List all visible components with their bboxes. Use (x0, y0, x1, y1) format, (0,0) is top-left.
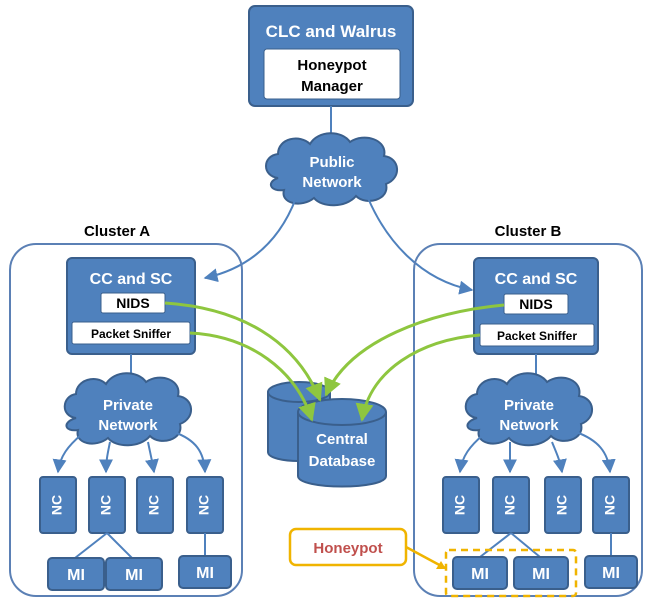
cluster-a-nc-1-label: NC (49, 495, 65, 515)
cluster-b-nc-4: NC (592, 476, 630, 534)
database-line2: Database (309, 453, 376, 470)
cluster-b-nc-2-label: NC (502, 495, 518, 515)
cluster-a-frame (9, 243, 243, 597)
cluster-b-private-network-cloud: Private Network (464, 372, 593, 447)
link-a-nc2-mi2 (106, 532, 133, 559)
honeypot-manager-line2: Manager (301, 78, 363, 95)
honeypot-manager-box (263, 48, 401, 100)
cluster-a-controller-title: CC and SC (90, 271, 173, 288)
cluster-a-nc-1: NC (39, 476, 77, 534)
public-network-line1: Public (309, 154, 354, 171)
link-a-nc2-mi1 (74, 532, 108, 559)
cluster-a-title: Cluster A (84, 223, 150, 240)
honeypot-manager-line1: Honeypot (297, 57, 366, 74)
cluster-a-mi-1-label: MI (67, 567, 85, 584)
clc-walrus-node: CLC and Walrus Honeypot Manager (248, 5, 414, 107)
cluster-b-nids-box (503, 293, 569, 315)
link-a-sniffer-database (189, 331, 316, 422)
link-a-nids-database (164, 301, 323, 402)
link-b-nc4 (575, 431, 616, 474)
cluster-b-mi-1: MI (452, 556, 508, 590)
cluster-a-mi-2-label: MI (125, 567, 143, 584)
cluster-b-title: Cluster B (495, 223, 562, 240)
cluster-a-nc-4-label: NC (196, 495, 212, 515)
cluster-a-nc-2: NC (88, 476, 126, 534)
cluster-b-nc-3-label: NC (554, 495, 570, 515)
link-a-nc1 (52, 433, 83, 474)
cluster-a-mi-3-label: MI (196, 565, 214, 582)
cluster-b-nc-4-label: NC (602, 495, 618, 515)
link-b-nc2-mi1 (479, 532, 512, 558)
link-public-cluster-a (203, 197, 297, 283)
cluster-a-private-network-cloud: Private Network (63, 372, 192, 447)
cluster-b-nc-1: NC (442, 476, 480, 534)
database-line1: Central (316, 431, 368, 448)
link-b-nc2-mi2 (510, 532, 541, 558)
cluster-b-controller-title: CC and SC (495, 271, 578, 288)
cluster-b-private-line1: Private (504, 397, 554, 414)
cluster-b-mi-1-label: MI (471, 566, 489, 583)
cluster-a-sniffer-label: Packet Sniffer (91, 327, 171, 341)
cluster-a-nc-3-label: NC (146, 495, 162, 515)
cluster-b-nids-label: NIDS (519, 296, 552, 312)
link-b-nids-database (324, 303, 505, 397)
cluster-a-nc-2-label: NC (98, 495, 114, 515)
honeypot-group-outline (444, 548, 578, 598)
honeypot-label: Honeypot (313, 540, 382, 557)
cluster-a-controller: CC and SC NIDS Packet Sniffer (66, 257, 196, 355)
cluster-b-controller: CC and SC NIDS Packet Sniffer (473, 257, 599, 355)
cluster-a-private-line1: Private (103, 397, 153, 414)
cluster-a-mi-3: MI (178, 555, 232, 589)
cluster-a-private-line2: Network (98, 417, 158, 434)
cluster-b-mi-2: MI (513, 556, 569, 590)
link-b-nc1 (454, 433, 485, 474)
link-b-nc3 (551, 441, 567, 474)
honeypot-pointer-head (436, 561, 446, 569)
cluster-b-private-line2: Network (499, 417, 559, 434)
cluster-a-nc-4: NC (186, 476, 224, 534)
honeypot-pointer (405, 545, 446, 570)
link-b-sniffer-database (355, 333, 481, 422)
cluster-b-nc-1-label: NC (452, 495, 468, 515)
cluster-b-nc-3: NC (544, 476, 582, 534)
cluster-a-nc-3: NC (136, 476, 174, 534)
cluster-a-mi-2: MI (105, 557, 163, 591)
link-a-nc2 (99, 441, 114, 474)
honeypot-callout: Honeypot (288, 527, 408, 567)
cluster-b-sniffer-label: Packet Sniffer (497, 329, 577, 343)
cluster-b-mi-2-label: MI (532, 566, 550, 583)
public-network-cloud: Public Network (265, 132, 398, 207)
cluster-b-mi-3: MI (584, 555, 638, 589)
link-a-nc3 (145, 441, 159, 474)
link-public-cluster-b (367, 197, 474, 295)
public-network-line2: Network (302, 174, 362, 191)
cluster-a-nids-label: NIDS (116, 295, 149, 311)
clc-walrus-title: CLC and Walrus (266, 22, 397, 41)
link-a-nc4 (173, 431, 212, 474)
cluster-b-nc-2: NC (492, 476, 530, 534)
cluster-a-mi-1: MI (47, 557, 105, 591)
cluster-b-mi-3-label: MI (602, 565, 620, 582)
